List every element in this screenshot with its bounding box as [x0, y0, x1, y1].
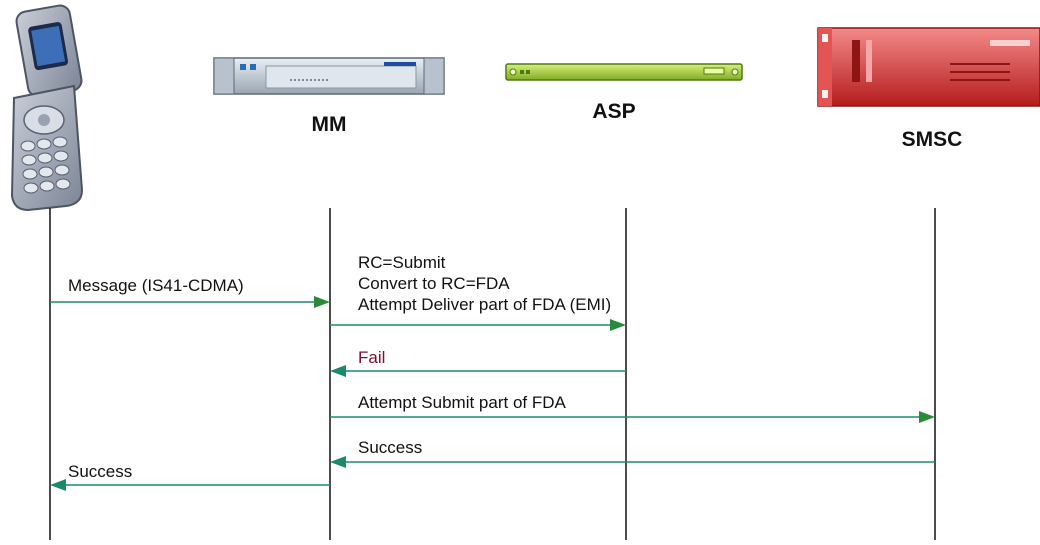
- message-6-label: Success: [68, 462, 132, 481]
- message-4-label: Attempt Submit part of FDA: [358, 393, 567, 412]
- red-server-icon: [817, 27, 1040, 107]
- message-3-label: Fail: [358, 348, 385, 367]
- message-1-label: Message (IS41-CDMA): [68, 276, 244, 295]
- smsc-label: SMSC: [902, 128, 963, 151]
- arrowhead-message-1: [314, 296, 330, 308]
- arrowhead-message-5: [330, 456, 346, 468]
- rack-server-icon: [213, 57, 445, 95]
- message-5-label: Success: [358, 438, 422, 457]
- message-2-label-line2: Convert to RC=FDA: [358, 274, 510, 293]
- arrowhead-message-3: [330, 365, 346, 377]
- message-2-label-line1: RC=Submit: [358, 253, 446, 272]
- thin-server-icon: [505, 63, 743, 81]
- arrowhead-message-4: [919, 411, 935, 423]
- arrowhead-message-2: [610, 319, 626, 331]
- asp-label: ASP: [592, 100, 635, 123]
- message-2-label-line3: Attempt Deliver part of FDA (EMI): [358, 295, 611, 314]
- flip-phone-icon: [10, 4, 84, 212]
- arrowhead-message-6: [50, 479, 66, 491]
- mm-label: MM: [312, 113, 347, 136]
